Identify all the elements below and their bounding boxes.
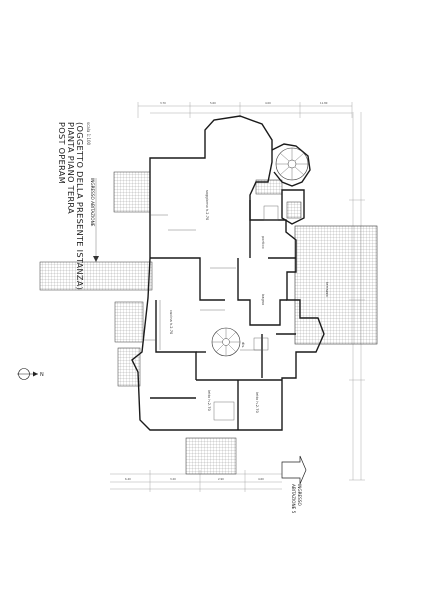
dimension-text: 3.70 [160,101,166,105]
entry-left-label: INGRESSO ABITAZIONE [90,178,95,227]
room-label-disimpegno: dis. [241,342,245,348]
room-label-letto-2: letto h.2.70 [255,392,259,414]
dimension-text: 4.00 [265,101,271,105]
spiral-stair-center [211,327,241,357]
terrace-upper-left [113,171,151,213]
dimension-text: 6.40 [125,477,131,481]
room-labels: soggiorno h.2.70 cucina h.2.70 bagno let… [169,190,329,414]
entry-left: INGRESSO ABITAZIONE [90,178,99,262]
room-label-terrazzo: terrazzo [325,282,329,297]
dimension-text: 3.20 [170,477,176,481]
title-line-3: (OGGETTO DELLA PRESENTE ISTANZA) [75,122,85,290]
right-terrace [294,225,378,345]
title-line-1: POST OPERAM [57,122,67,184]
entry-right-label-1: INGRESSO [297,484,302,506]
terrace-lower-left [117,347,141,387]
title-line-2: PIANTA PIANO TERRA [66,122,76,214]
interior-walls [150,200,296,430]
room-label-letto-1: letto h.2.70 [207,390,211,412]
dimension-text: 11.80 [320,101,328,105]
dimension-text: 5.60 [210,101,216,105]
entry-right-label-2: ABITAZIONE 5 [291,484,296,514]
terrace-mid-left [114,301,144,343]
dimension-text: 2.90 [218,477,224,481]
terrace-bottom [185,437,237,475]
top-dimension-chain: 3.70 5.60 4.00 11.80 [137,101,353,118]
room-label-soggiorno: soggiorno h.2.70 [205,190,209,221]
entry-right: INGRESSO ABITAZIONE 5 [281,455,307,514]
interior-details [144,205,279,421]
scale-label: scala 1:100 [86,122,91,146]
building-outline [131,115,325,431]
title-block: POST OPERAM PIANTA PIANO TERRA (OGGETTO … [57,122,91,290]
room-label-bagno: bagno [261,294,265,305]
dimension-text: 4.60 [258,477,264,481]
left-walkway [39,261,153,291]
room-label-cucina: cucina h.2.70 [169,310,173,335]
north-arrow-icon: N [17,368,44,380]
room-label-portico: portico [261,236,265,249]
terrace-right-small [286,201,302,219]
spiral-stair-top [275,147,309,181]
north-label: N [40,372,44,378]
